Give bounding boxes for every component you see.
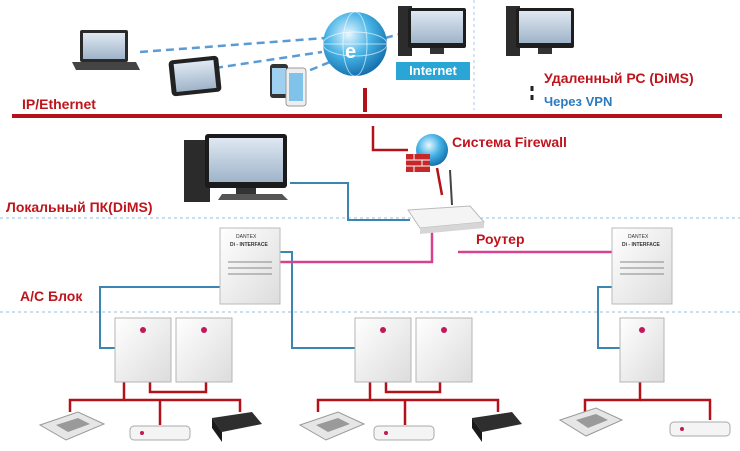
ip-ethernet-label: IP/Ethernet	[22, 96, 96, 112]
smartphones	[270, 64, 307, 107]
outdoor-units	[114, 317, 665, 383]
wall-units	[129, 421, 731, 441]
firewall-label: Система Firewall	[452, 134, 567, 150]
remote-pc-2	[506, 6, 574, 56]
internet-globe-icon: e	[322, 11, 388, 77]
router	[407, 169, 486, 234]
outdoor-unit-logos	[140, 327, 645, 333]
cassette-units	[38, 407, 624, 441]
local-pc-label: Локальный ПК(DiMS)	[6, 199, 153, 215]
remote-pc-1	[398, 6, 466, 56]
di-interface-left: DANTEX Di - INTERFACE	[219, 227, 281, 305]
firewall-icon	[406, 134, 448, 172]
di-interface-right: DANTEX Di - INTERFACE	[611, 227, 673, 305]
interface-title-right: Di - INTERFACE	[622, 242, 660, 248]
ac-unit-label: А/С Блок	[20, 288, 83, 304]
tablet	[168, 55, 222, 97]
laptop	[72, 30, 140, 70]
duct-units	[212, 412, 522, 442]
lan-links	[99, 182, 620, 349]
interface-brand-right: DANTEX	[628, 234, 649, 240]
remote-pc-label: Удаленный РС (DiMS)	[544, 70, 694, 86]
interface-brand-left: DANTEX	[236, 234, 257, 240]
vpn-label: Через VPN	[544, 94, 613, 109]
svg-text:e: e	[345, 41, 356, 63]
refrigerant-lines	[68, 382, 712, 425]
router-label: Роутер	[476, 231, 525, 247]
router-links	[280, 232, 612, 264]
firewall-link	[371, 126, 408, 152]
interface-title-left: Di - INTERFACE	[230, 242, 268, 248]
local-pc	[184, 134, 288, 202]
internet-label: Internet	[396, 62, 470, 80]
dashed-separators	[0, 0, 740, 313]
